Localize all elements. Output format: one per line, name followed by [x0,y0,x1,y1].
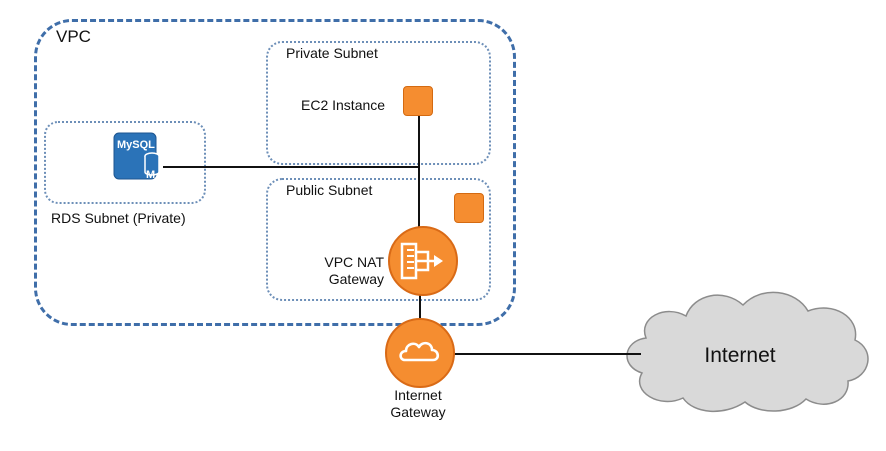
internet-gateway-label-line1: Internet [394,387,442,403]
internet-cloud-icon [626,291,869,413]
vpc-label: VPC [56,27,91,46]
nat-gateway-label-line1: VPC NAT [324,254,384,270]
private-subnet-label: Private Subnet [286,45,378,61]
rds-subnet-label: RDS Subnet (Private) [51,210,186,226]
nat-gateway-icon [388,226,458,296]
nat-gateway-glyph [400,242,443,280]
private-subnet-container [266,41,491,165]
nat-gateway-label: VPC NAT Gateway [296,254,384,288]
vpc-container [34,19,516,326]
mysql-master-text: M [146,169,155,181]
internet-gateway-label-line2: Gateway [390,404,446,420]
public-subnet-label: Public Subnet [286,182,373,198]
internet-gateway-icon [385,318,455,388]
rds-subnet-container [44,121,206,204]
ec2-instance-icon [403,86,433,116]
internet-label: Internet [704,344,776,367]
internet-gateway-label: Internet Gateway [366,387,470,421]
internet-gateway-glyph [399,341,440,362]
mysql-database-icon: MySQL M [113,132,160,181]
mysql-badge-text: MySQL [117,139,155,151]
ec2-instance-label: EC2 Instance [301,97,386,113]
instance-icon [454,193,484,223]
public-subnet-container [266,178,491,301]
nat-gateway-label-line2: Gateway [328,271,384,287]
